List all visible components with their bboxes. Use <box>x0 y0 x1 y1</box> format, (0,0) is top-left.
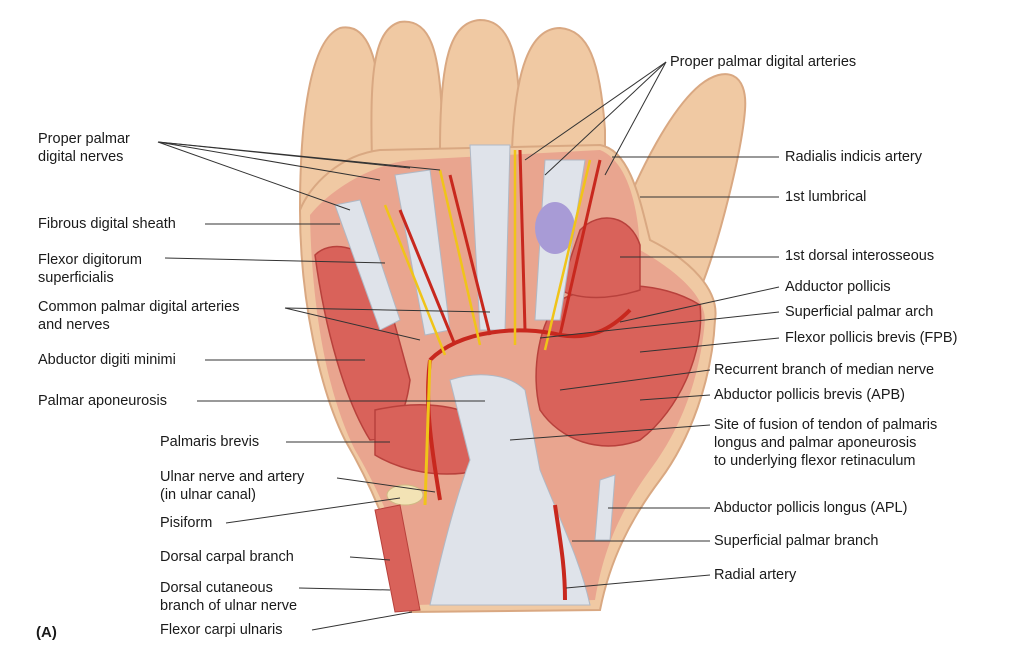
label-fibrous-digital-sheath: Fibrous digital sheath <box>38 216 176 232</box>
pisiform-bone <box>386 484 424 506</box>
label-radialis-indicis-artery: Radialis indicis artery <box>785 149 922 165</box>
label-site-of-fusion: Site of fusion of tendon of palmaris lon… <box>714 417 938 469</box>
label-adductor-pollicis: Adductor pollicis <box>785 279 891 295</box>
label-abductor-pollicis-brevis: Abductor pollicis brevis (APB) <box>714 387 905 403</box>
label-superficial-palmar-branch: Superficial palmar branch <box>714 533 879 549</box>
label-abductor-digiti-minimi: Abductor digiti minimi <box>38 352 176 368</box>
first-lumbrical-highlight <box>535 202 575 254</box>
label-abductor-pollicis-longus: Abductor pollicis longus (APL) <box>714 500 908 516</box>
label-first-dorsal-interosseous: 1st dorsal interosseous <box>785 248 935 264</box>
label-palmaris-brevis: Palmaris brevis <box>160 434 260 450</box>
label-flexor-pollicis-brevis: Flexor pollicis brevis (FPB) <box>785 330 958 346</box>
label-dorsal-cutaneous-branch: Dorsal cutaneous branch of ulnar nerve <box>160 580 298 614</box>
label-first-lumbrical: 1st lumbrical <box>785 189 867 205</box>
label-ulnar-nerve-artery: Ulnar nerve and artery (in ulnar canal) <box>160 469 305 503</box>
label-proper-palmar-digital-nerves: Proper palmar digital nerves <box>38 131 130 165</box>
label-radial-artery: Radial artery <box>714 567 797 583</box>
label-common-palmar-digital-arteries: Common palmar digital arteries and nerve… <box>38 299 240 333</box>
panel-label: (A) <box>36 624 57 641</box>
dissection-area <box>310 144 705 613</box>
label-flexor-digitorum-superficialis: Flexor digitorum superficialis <box>38 252 142 286</box>
leader-lines <box>157 61 780 631</box>
label-recurrent-branch-median-nerve: Recurrent branch of median nerve <box>714 362 935 378</box>
label-palmar-aponeurosis: Palmar aponeurosis <box>38 393 167 409</box>
label-flexor-carpi-ulnaris: Flexor carpi ulnaris <box>160 622 283 638</box>
label-proper-palmar-digital-arteries: Proper palmar digital arteries <box>670 54 857 70</box>
label-superficial-palmar-arch: Superficial palmar arch <box>785 304 934 320</box>
label-pisiform: Pisiform <box>160 515 213 531</box>
label-dorsal-carpal-branch: Dorsal carpal branch <box>160 549 294 565</box>
